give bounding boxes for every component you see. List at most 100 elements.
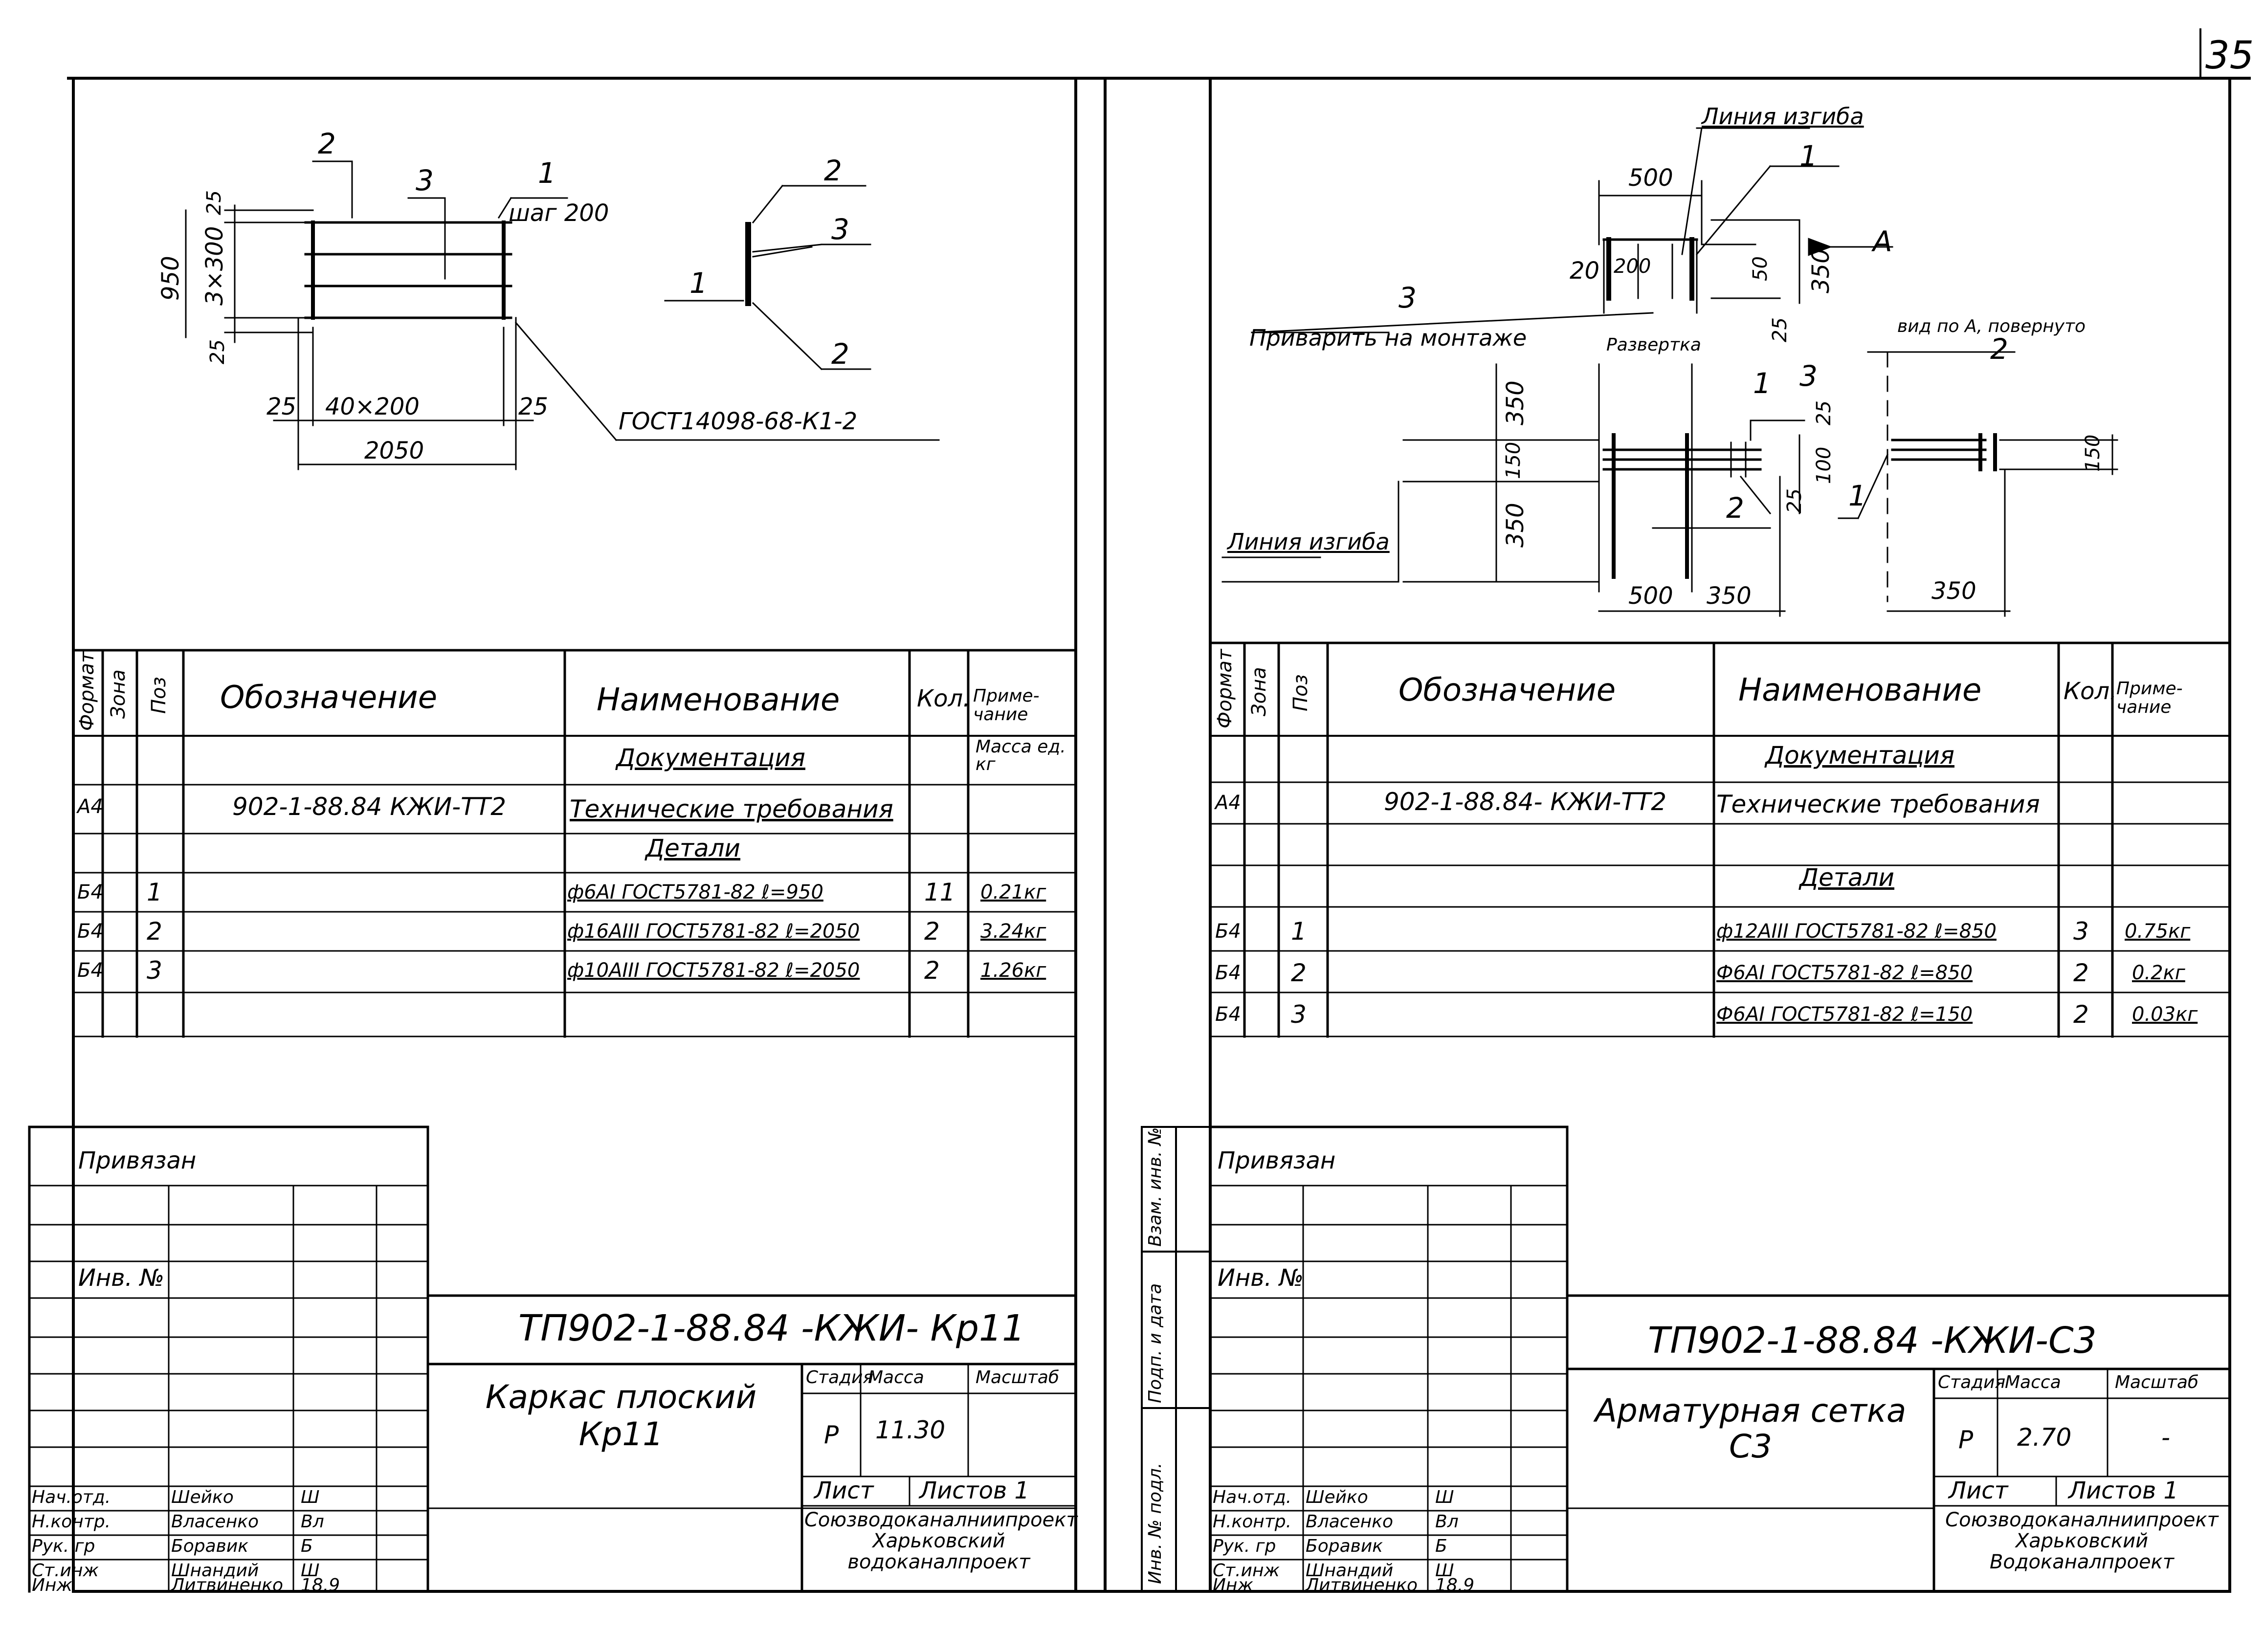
left-titleblock-grid (28, 1125, 1077, 1593)
right-razv: Развертка (1606, 335, 1701, 355)
right-sign-1: Вл (1435, 1512, 1459, 1532)
left-hdr-pos: Поз (148, 677, 170, 714)
right-pos-mid-1b: 1 (1848, 479, 1866, 512)
right-name-2: Боравик (1306, 1536, 1383, 1556)
right-dim-w500: 500 (1628, 582, 1673, 610)
right-section-docs: Документация (1765, 741, 1954, 770)
right-inv-label: Инв. № (1218, 1264, 1304, 1292)
right-dim-ins-side: 20 (1570, 257, 1600, 285)
right-dim-ins-w: 200 (1614, 255, 1651, 278)
right-stamp-inv-podl: Инв. № подл. (1145, 1462, 1165, 1584)
right-name-0: Шейко (1306, 1487, 1368, 1507)
left-name-0: Шейко (171, 1487, 234, 1507)
left-role-3: Ст.инж (32, 1561, 99, 1581)
left-row2-format: Б4 (77, 920, 103, 943)
left-dim-h-bot: 25 (206, 339, 229, 364)
right-dim-v150b: 150 (2082, 434, 2104, 472)
left-section-docs: Документация (616, 744, 805, 772)
right-name-1: Власенко (1306, 1512, 1394, 1532)
right-row3-format: Б4 (1215, 1003, 1241, 1026)
left-row1-qty: 11 (924, 878, 955, 906)
left-hdr-qty: Кол. (917, 685, 971, 712)
left-name-1: Власенко (171, 1512, 259, 1532)
right-section-parts: Детали (1799, 863, 1895, 892)
left-sign-2: Б (301, 1536, 313, 1556)
left-hdr-name: Наименование (597, 682, 840, 718)
left-dim-w-right: 25 (518, 393, 549, 420)
right-row1-pos: 1 (1291, 917, 1307, 946)
left-sheet-hdr: Лист (814, 1477, 874, 1504)
left-section-label-1: 1 (689, 266, 708, 300)
right-row3-note: 0.03кг (2132, 1003, 2198, 1026)
right-pos-top-1: 1 (1799, 139, 1818, 173)
left-dim-w-left: 25 (266, 393, 297, 420)
left-sign-0: Ш (301, 1487, 320, 1507)
right-spec-grid (1209, 641, 2231, 1038)
right-hdr-designation: Обозначение (1398, 672, 1616, 708)
right-stage: Р (1958, 1426, 1974, 1454)
right-hdr-format: Формат (1214, 649, 1236, 728)
right-dim-mid-v100: 100 (1813, 446, 1835, 484)
right-mass-hdr: Масса (2005, 1372, 2061, 1392)
right-sign-3: Ш (1435, 1561, 1454, 1581)
left-row0-designation: 902-1-88.84 КЖИ-ТТ2 (232, 793, 507, 821)
left-gost-label: ГОСТ14098-68-К1-2 (619, 408, 858, 435)
left-hdr-zone: Зона (107, 669, 130, 719)
right-scale-hdr: Масштаб (2115, 1372, 2199, 1392)
right-hdr-pos: Поз (1289, 674, 1312, 711)
left-row3-qty: 2 (924, 956, 940, 985)
left-mass-note: Масса ед. кг (976, 737, 1066, 774)
left-mass: 11.30 (875, 1416, 946, 1444)
left-role-4: Инж (32, 1575, 72, 1595)
left-role-1: Н.контр. (32, 1512, 111, 1532)
right-row2-name: Ф6АI ГОСТ5781-82 ℓ=850 (1716, 962, 1973, 984)
right-dim-v150: 150 (1502, 441, 1525, 479)
right-row1-format: Б4 (1215, 920, 1241, 943)
right-view-a: вид по А, повернуто (1897, 316, 2086, 336)
left-role-2: Рук. гр (32, 1536, 95, 1556)
left-section-label-2b: 2 (831, 337, 849, 371)
right-titleblock-grid (1209, 1125, 2231, 1593)
right-scale: - (2161, 1423, 2171, 1452)
right-dim-w350: 350 (1707, 582, 1752, 610)
left-dim-w-total: 2050 (364, 437, 424, 464)
left-hdr-note: Приме-чание (973, 686, 1040, 725)
left-section-parts: Детали (645, 834, 741, 862)
right-hdr-qty: Кол. (2064, 678, 2117, 705)
right-stamp-podp-data: Подп. и дата (1145, 1283, 1165, 1403)
right-dim-mid-v25: 25 (1813, 400, 1835, 425)
right-role-1: Н.контр. (1213, 1512, 1292, 1532)
right-pos-top-3: 3 (1398, 281, 1417, 314)
left-row3-note: 1.26кг (980, 959, 1046, 982)
right-pos-mid-1: 1 (1753, 367, 1771, 400)
right-dim-v25: 25 (1769, 317, 1791, 342)
right-row3-pos: 3 (1291, 1000, 1307, 1029)
right-bend-line-top: Линия изгиба (1702, 103, 1864, 130)
left-row1-note: 0.21кг (980, 881, 1046, 903)
left-section-label-2: 2 (824, 154, 842, 187)
right-row0-format: А4 (1215, 792, 1241, 814)
right-dim-v350a: 350 (1502, 380, 1529, 425)
right-row2-qty: 2 (2073, 959, 2089, 987)
left-row0-format: А4 (77, 795, 103, 818)
right-weld-note: Приварить на монтаже (1249, 325, 1527, 351)
right-row0-name: Технические требования (1716, 790, 2040, 818)
right-doc-code: ТП902-1-88.84 -КЖИ-С3 (1648, 1320, 2097, 1362)
left-step-label: шаг 200 (509, 199, 609, 227)
left-dim-w-mid: 40×200 (325, 393, 420, 420)
right-row3-qty: 2 (2073, 1000, 2089, 1029)
left-name-3: Шнандий (171, 1561, 259, 1581)
right-privyazan: Привязан (1218, 1147, 1336, 1174)
left-stage-hdr: Стадия (806, 1367, 874, 1388)
left-row2-note: 3.24кг (980, 920, 1046, 943)
left-row1-pos: 1 (147, 878, 162, 906)
right-sign-4: 18.9 (1435, 1575, 1475, 1595)
right-side-stamp-grid (1141, 1126, 1211, 1592)
left-row2-name: ф16АIII ГОСТ5781-82 ℓ=2050 (567, 920, 860, 943)
left-sign-4: 18.9 (301, 1575, 340, 1595)
left-spec-grid (72, 649, 1077, 1038)
right-row3-name: Ф6АI ГОСТ5781-82 ℓ=150 (1716, 1003, 1973, 1026)
left-role-0: Нач.отд. (32, 1487, 111, 1507)
